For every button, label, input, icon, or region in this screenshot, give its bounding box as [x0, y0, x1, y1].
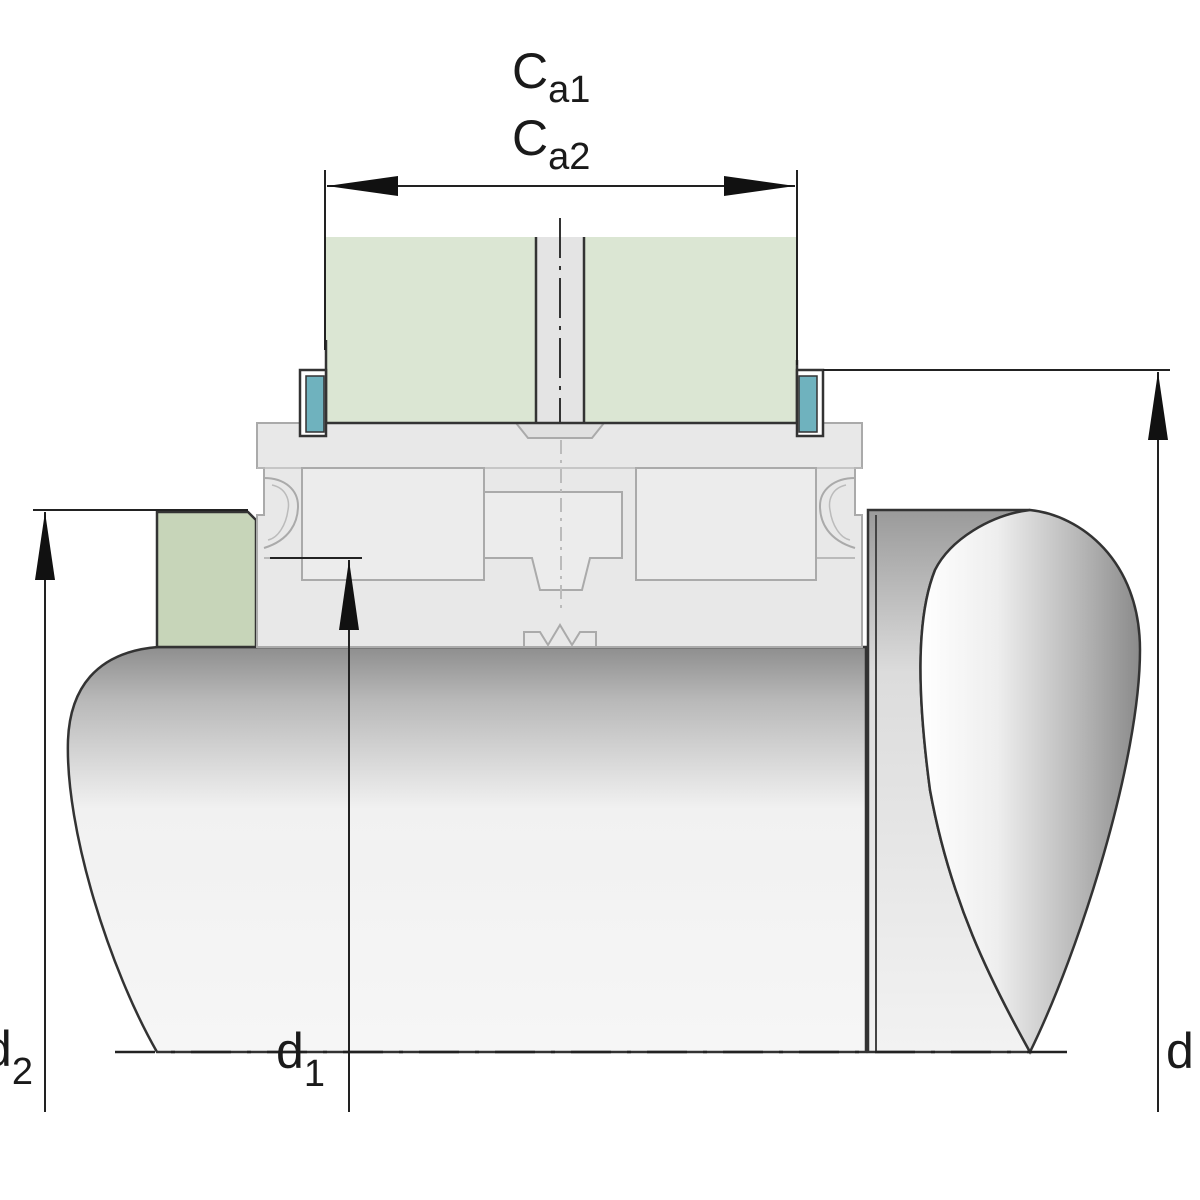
shaft [66, 508, 1142, 1055]
inner-lip [523, 623, 597, 647]
arrow-up-d [1148, 372, 1168, 440]
bearing-assembly [256, 422, 863, 648]
arrow-right [724, 176, 795, 196]
dimension-d1 [270, 557, 362, 1112]
dimension-d2 [33, 509, 248, 1112]
o-ring-left [298, 368, 328, 438]
label-d1: d1 [276, 1023, 325, 1095]
dimension-d [823, 369, 1170, 1112]
left-seal-groove-inner [267, 484, 290, 541]
shaft-end-cap [919, 508, 1142, 1055]
seal-strip-left [326, 237, 536, 423]
label-d2: d2 [0, 1021, 33, 1093]
arrow-up-d2 [35, 512, 55, 580]
dimension-ca [324, 170, 798, 365]
shaft-body [66, 645, 868, 1054]
spacer-ring [155, 510, 258, 649]
left-seal-groove [263, 477, 300, 549]
roller-right [635, 467, 817, 581]
right-seal-groove [818, 477, 856, 549]
right-seal-groove-inner [828, 484, 851, 541]
lube-groove [515, 422, 605, 439]
arrow-up-d1 [339, 560, 359, 630]
label-ca2: Ca2 [512, 110, 590, 178]
label-d: d [1166, 1023, 1194, 1079]
seal-strip-right [584, 237, 797, 423]
label-ca1: Ca1 [512, 43, 590, 111]
bearing-cage [483, 491, 623, 591]
arrow-left [327, 176, 398, 196]
o-ring-right [795, 368, 825, 438]
roller-left [301, 467, 485, 581]
seal-strip [324, 218, 799, 425]
